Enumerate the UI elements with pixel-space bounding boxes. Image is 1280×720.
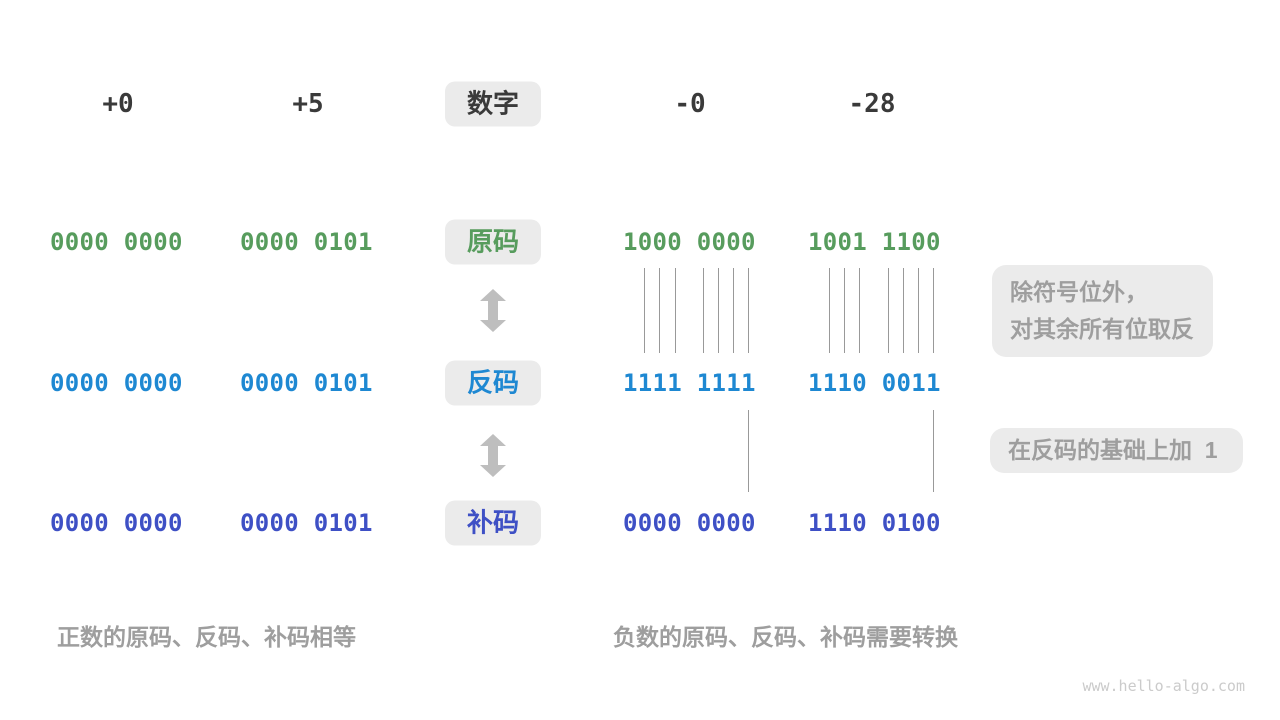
add-one-line <box>748 410 749 492</box>
bit-flip-line <box>659 268 660 353</box>
bit-flip-line <box>733 268 734 353</box>
number-label-box: 数字 <box>444 81 542 127</box>
ones-complement-value-pos5: 0000 0101 <box>240 369 373 397</box>
updown-arrow-icon <box>480 289 506 337</box>
ones-complement-value-neg0: 1111 1111 <box>623 369 756 397</box>
twos-complement-value-neg0: 0000 0000 <box>623 509 756 537</box>
flip-bits-note-line2: 对其余所有位取反 <box>1010 316 1194 342</box>
sign-magnitude-value-pos0: 0000 0000 <box>50 228 183 256</box>
sign-magnitude-value-neg0: 1000 0000 <box>623 228 756 256</box>
ones-complement-value-pos0: 0000 0000 <box>50 369 183 397</box>
add-one-note: 在反码的基础上加 1 <box>990 428 1243 473</box>
caption-positive-numbers: 正数的原码、反码、补码相等 <box>57 624 356 650</box>
bit-flip-line <box>748 268 749 353</box>
twos-complement-value-pos0: 0000 0000 <box>50 509 183 537</box>
sign-magnitude-value-neg28: 1001 1100 <box>808 228 941 256</box>
bit-flip-line <box>829 268 830 353</box>
add-one-note-text: 在反码的基础上加 1 <box>1008 437 1218 463</box>
add-one-line <box>933 410 934 492</box>
sign-magnitude-label-box: 原码 <box>444 219 542 265</box>
header-positive-zero: +0 <box>102 89 134 119</box>
twos-complement-value-pos5: 0000 0101 <box>240 509 373 537</box>
bit-flip-line <box>859 268 860 353</box>
twos-complement-label-box: 补码 <box>444 500 542 546</box>
bit-flip-line <box>703 268 704 353</box>
sign-magnitude-value-pos5: 0000 0101 <box>240 228 373 256</box>
updown-arrow-icon <box>480 434 506 482</box>
flip-bits-note-line1: 除符号位外， <box>1010 279 1148 305</box>
twos-complement-value-neg28: 1110 0100 <box>808 509 941 537</box>
bit-flip-line <box>718 268 719 353</box>
bit-flip-line <box>888 268 889 353</box>
bit-flip-line <box>918 268 919 353</box>
bit-flip-line <box>675 268 676 353</box>
caption-negative-numbers: 负数的原码、反码、补码需要转换 <box>613 624 958 650</box>
header-negative-zero: -0 <box>674 89 706 119</box>
header-negative-28: -28 <box>848 89 896 119</box>
bit-flip-line <box>644 268 645 353</box>
ones-complement-label-box: 反码 <box>444 360 542 406</box>
bit-flip-line <box>933 268 934 353</box>
bit-flip-line <box>903 268 904 353</box>
flip-bits-note: 除符号位外， 对其余所有位取反 <box>992 265 1213 357</box>
header-positive-five: +5 <box>292 89 324 119</box>
watermark-url: www.hello-algo.com <box>1082 677 1245 695</box>
bit-flip-line <box>844 268 845 353</box>
ones-complement-value-neg28: 1110 0011 <box>808 369 941 397</box>
